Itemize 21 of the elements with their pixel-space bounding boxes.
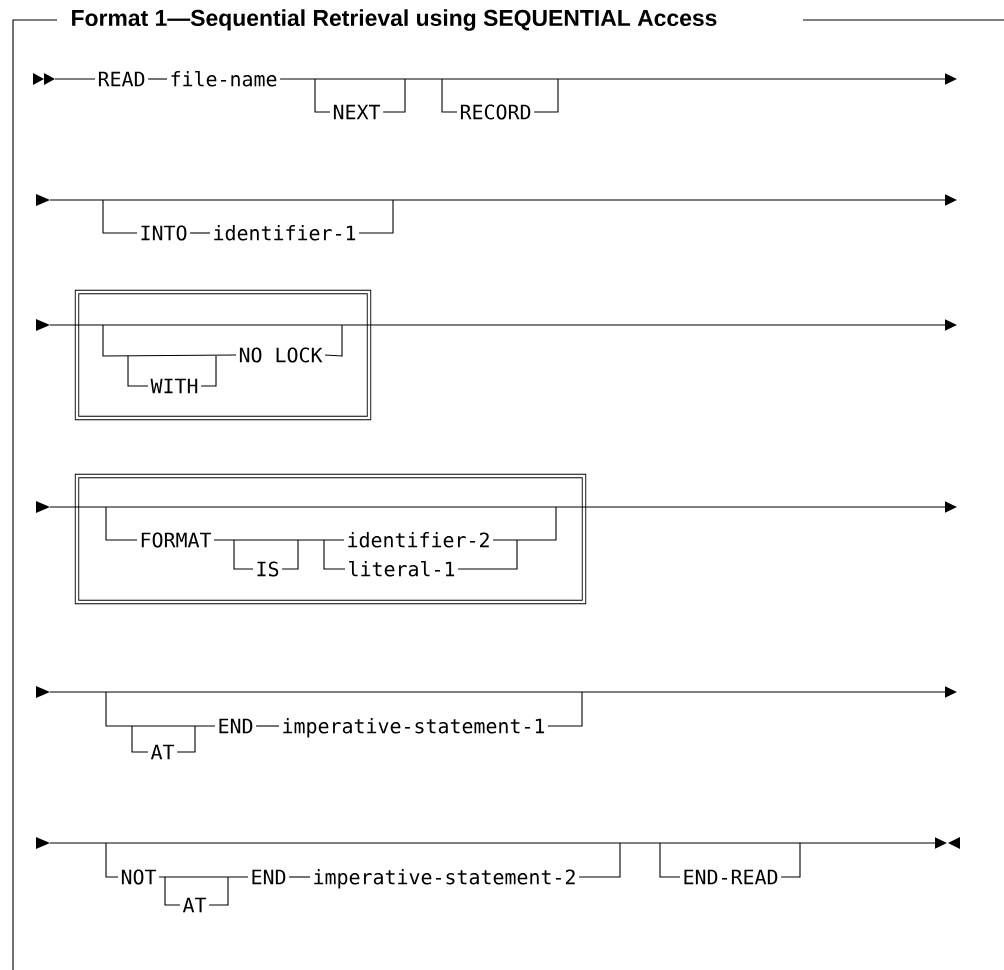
syntax-keyword: NOT <box>121 869 157 885</box>
syntax-keyword: AT <box>182 897 207 913</box>
syntax-keyword: literal-1 <box>349 561 455 577</box>
syntax-keyword: file-name <box>171 71 277 87</box>
syntax-keyword: WITH <box>150 378 198 394</box>
title: Format 1—Sequential Retrieval using SEQUENTIAL Access <box>72 9 717 31</box>
syntax-keyword: imperative-statement-1 <box>283 718 545 738</box>
syntax-keyword: INTO <box>141 225 187 241</box>
syntax-keyword: NO LOCK <box>239 347 323 363</box>
syntax-keyword: imperative-statement-2 <box>314 869 575 889</box>
syntax-keyword: FORMAT <box>141 532 212 548</box>
syntax-keyword: identifier-2 <box>348 532 489 548</box>
syntax-keyword: AT <box>150 744 175 760</box>
syntax-keyword: NEXT <box>333 104 381 120</box>
syntax-keyword: RECORD <box>460 104 531 120</box>
syntax-keyword: END <box>252 869 286 885</box>
syntax-keyword: READ <box>98 71 145 87</box>
syntax-keyword: identifier-1 <box>214 225 356 241</box>
syntax-keyword: END <box>219 718 253 734</box>
syntax-keyword: IS <box>257 561 279 577</box>
syntax-keyword: END-READ <box>684 869 778 885</box>
